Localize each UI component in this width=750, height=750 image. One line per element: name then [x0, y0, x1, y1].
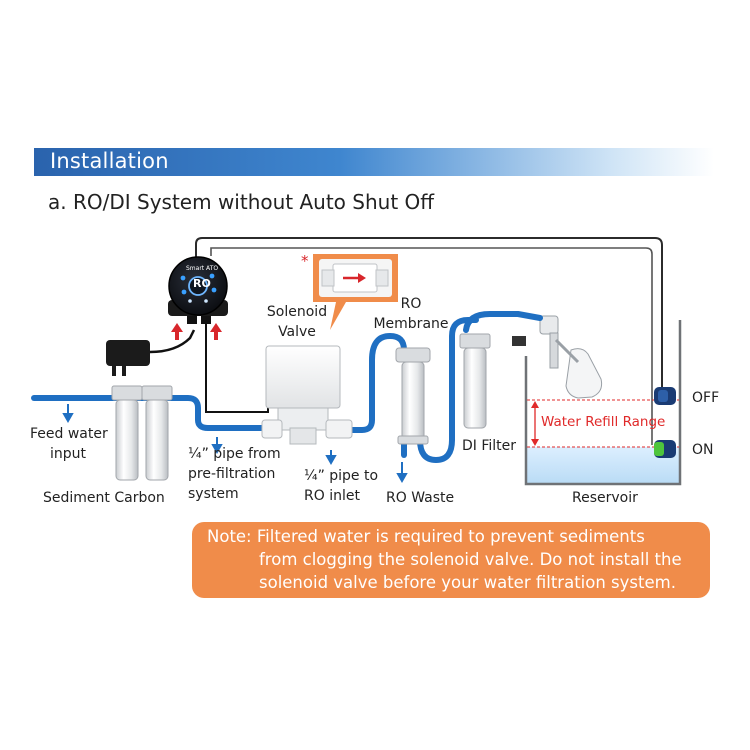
power-adapter [106, 329, 196, 376]
label-pipe-ro-inlet: ¼” pipe to RO inlet [304, 468, 379, 504]
di-filter [459, 333, 491, 429]
label-solenoid-valve: Solenoid Valve [266, 304, 328, 340]
valve-to-ro-pipe [349, 333, 407, 433]
label-ro-membrane: RO Membrane [373, 296, 449, 332]
label-sediment-carbon: Sediment Carbon [43, 490, 165, 506]
solenoid-valve [261, 345, 353, 445]
note-box [192, 522, 710, 598]
reservoir-fitting [512, 336, 526, 346]
di-feed-pipe [463, 311, 543, 333]
flow-arrows [62, 404, 408, 484]
label-water-refill-range: Water Refill Range [541, 414, 666, 430]
float-valve [539, 315, 603, 399]
note-text: Note: Filtered water is required to prev… [207, 527, 682, 592]
label-reservoir: Reservoir [572, 490, 638, 506]
section-title: Installation [50, 149, 169, 173]
label-pipe-prefiltration: ¼” pipe from pre-filtration system [188, 446, 281, 502]
sensor-cable-outer [195, 237, 663, 395]
level-sensor-on [654, 440, 676, 458]
ro-waste-pipe [417, 317, 479, 463]
label-ro-waste: RO Waste [386, 490, 455, 506]
red-arrows [171, 323, 222, 340]
reservoir-tank [524, 320, 682, 486]
controller-brand: Smart ATO [186, 265, 219, 272]
sensor-cable-inner [210, 247, 653, 445]
ro-membrane [395, 347, 431, 445]
smart-ato-controller [168, 256, 228, 316]
valve-callout [313, 254, 398, 330]
diagram-subtitle: a. RO/DI System without Auto Shut Off [48, 190, 435, 214]
label-feed-water: Feed water input [30, 426, 108, 462]
label-on: ON [692, 442, 714, 458]
level-sensor-off [654, 387, 676, 405]
label-di-filter: DI Filter [462, 438, 517, 454]
installation-banner [34, 148, 714, 176]
callout-asterisk: * [301, 252, 309, 270]
prefilter-to-valve-pipe [165, 395, 265, 431]
label-off: OFF [692, 390, 720, 406]
carbon-filter [141, 385, 173, 481]
controller-display: RO [193, 277, 211, 290]
sediment-filter [111, 385, 143, 481]
